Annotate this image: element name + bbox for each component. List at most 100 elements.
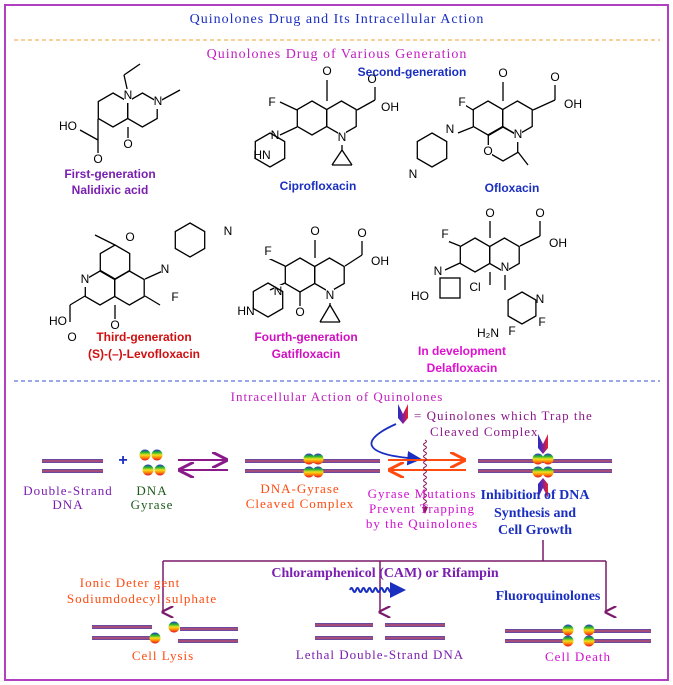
ring <box>296 100 328 136</box>
atom-mask <box>441 228 449 242</box>
atom-label: O <box>110 318 119 332</box>
cell-lysis-label: Cell Lysis <box>131 648 195 663</box>
atom-label: F <box>268 95 275 109</box>
atom-mask <box>171 291 179 305</box>
gyrase-subunit <box>142 464 154 476</box>
ciprofloxacin-name: Ciprofloxacin <box>279 179 357 193</box>
atom-label: N <box>274 284 283 298</box>
atom-label: H₂N <box>477 326 499 340</box>
inhibition-label-1: Inhibition of DNA <box>480 488 590 503</box>
atom-label: HO <box>59 119 77 133</box>
gyrase-subunit <box>532 466 544 478</box>
gatifloxacin-gen-label: Fourth-generation <box>254 330 358 344</box>
atom-mask <box>536 293 544 307</box>
mutations-label-1: Gyrase Mutations <box>367 486 477 501</box>
ofloxacin-name: Ofloxacin <box>484 181 540 195</box>
gyrase-subunit <box>542 453 554 465</box>
inhibition-label-3: Cell Growth <box>497 523 573 538</box>
atom-mask <box>434 265 442 279</box>
atom-label: OH <box>371 254 389 268</box>
atom-mask <box>323 65 331 79</box>
atom-label: O <box>357 226 366 240</box>
gyrase-subunit <box>583 624 595 636</box>
atom-label: N <box>81 272 90 286</box>
azetidine-ring <box>439 277 461 299</box>
gyrase-subunit <box>154 464 166 476</box>
quinolone-icon <box>538 434 548 454</box>
atom-label: N <box>409 167 418 181</box>
atom-mask <box>446 123 454 137</box>
mutations-label-3: by the Quinolones <box>365 516 479 531</box>
atom-mask <box>551 71 559 85</box>
levofloxacin-gen-label: Third-generation <box>96 330 192 344</box>
levofloxacin-name: (S)-(–)-Levofloxacin <box>87 347 201 361</box>
bond <box>123 63 141 76</box>
atom-label: O <box>310 224 319 238</box>
bond <box>279 101 298 111</box>
bond <box>319 304 331 323</box>
atom-label: F <box>441 227 448 241</box>
atom-label: O <box>322 64 331 78</box>
detergent-label-2: Sodiumdodecyl sulphate <box>66 591 218 606</box>
atom-mask <box>94 153 102 167</box>
section-title-generations: Quinolones Drug of Various Generation <box>206 47 468 62</box>
atom-mask <box>154 95 162 109</box>
gyrase-subunit <box>312 466 324 478</box>
bond <box>444 262 461 271</box>
atom-label: HO <box>49 314 67 328</box>
atom-label: N <box>536 292 545 306</box>
legend-line2: Cleaved Complex <box>430 424 539 439</box>
piperazine-ring <box>252 282 284 318</box>
bond <box>519 235 541 247</box>
legend-line1: = Quinolones which Trap the <box>414 408 593 423</box>
atom-mask <box>81 273 89 287</box>
atom-label: O <box>125 230 134 244</box>
gyrase-label: DNA <box>136 483 168 498</box>
atom-mask <box>124 138 132 152</box>
bond <box>79 129 99 141</box>
atom-mask <box>311 225 319 239</box>
section-title-action: Intracellular Action of Quinolones <box>230 389 444 404</box>
atom-label: OH <box>564 97 582 111</box>
piperazine-ring <box>416 132 448 168</box>
atom-label: O <box>485 206 494 220</box>
atom-mask <box>268 96 276 110</box>
atom-mask <box>508 325 516 339</box>
atom-mask <box>372 255 388 269</box>
bond <box>329 304 341 323</box>
bond <box>267 257 286 267</box>
gyrase-subunit <box>312 453 324 465</box>
atom-mask <box>467 281 483 295</box>
atom-label: O <box>483 144 492 158</box>
cleaved-complex-label-2: Cleaved Complex <box>245 496 355 511</box>
gyrase-subunit <box>303 453 315 465</box>
atom-label: N <box>514 127 523 141</box>
atom-mask <box>50 315 66 329</box>
atom-mask <box>565 98 581 112</box>
atom-label: N <box>501 260 510 274</box>
nalidixic-gen-label: First-generation <box>64 167 156 181</box>
atom-mask <box>338 131 346 145</box>
atom-mask <box>238 305 254 319</box>
bond <box>331 149 343 166</box>
mutations-label-2: Prevent Trapping <box>369 501 475 516</box>
atom-mask <box>368 73 376 87</box>
atom-mask <box>382 101 398 115</box>
lethal-dna-label: Lethal Double-Strand DNA <box>295 647 465 662</box>
atom-label: F <box>508 324 515 338</box>
atom-label: Cl <box>469 280 480 294</box>
fluoroquinolones-label: Fluoroquinolones <box>495 589 601 604</box>
atom-label: F <box>538 315 545 329</box>
atom-label: F <box>458 95 465 109</box>
gyrase-subunit <box>149 632 161 644</box>
atom-mask <box>538 316 546 330</box>
bond <box>356 99 376 111</box>
pyridine-ring <box>507 291 537 325</box>
gyrase-subunit <box>562 635 574 647</box>
atom-label: N <box>338 130 347 144</box>
atom-mask <box>126 231 134 245</box>
gyrase-subunit <box>139 449 151 461</box>
atom-label: N <box>154 94 163 108</box>
bond <box>344 254 363 267</box>
